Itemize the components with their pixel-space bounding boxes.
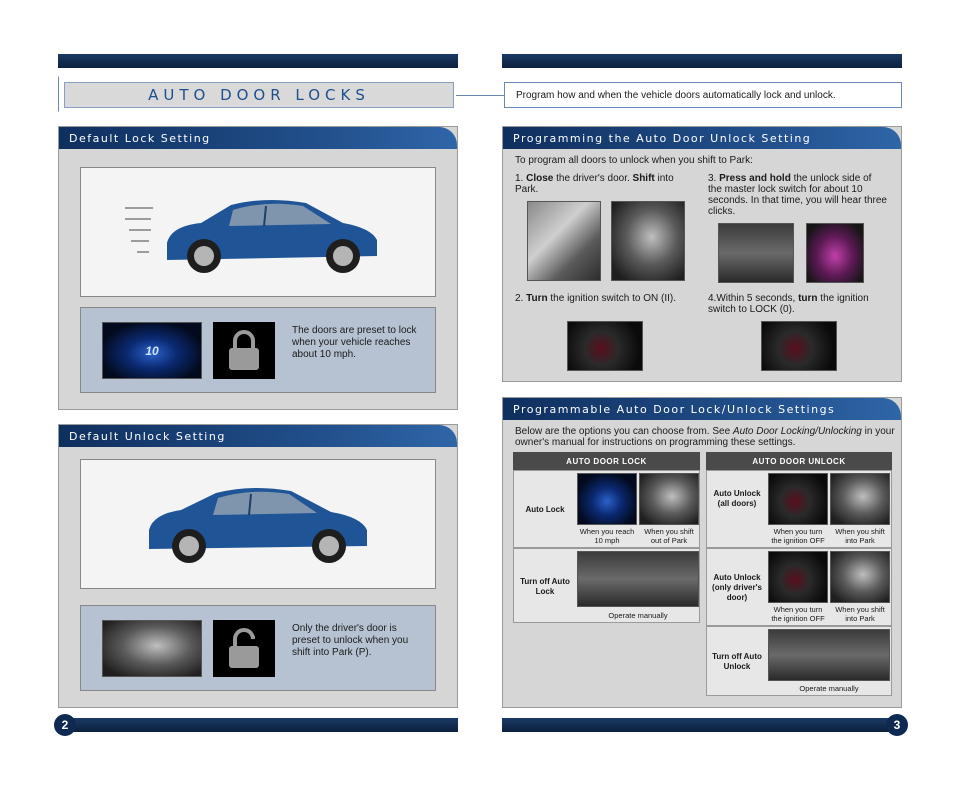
unlock-driver-label: Auto Unlock (only driver's door) [712, 573, 762, 602]
page-number-right: 3 [886, 714, 908, 736]
intro-text: Program how and when the vehicle doors a… [516, 89, 836, 101]
shifter-image [102, 620, 202, 677]
step-1: 1. Close the driver's door. Shift into P… [515, 173, 695, 195]
lock-open-icon [229, 627, 259, 668]
page-title: AUTO DOOR LOCKS [148, 86, 370, 104]
lock-table-header-text: AUTO DOOR LOCK [566, 456, 647, 466]
intro-box: Program how and when the vehicle doors a… [504, 82, 902, 108]
unlock-caption: Only the driver's door is preset to unlo… [292, 623, 409, 658]
step-1-num: 1. [515, 173, 524, 184]
lock-row-label: Auto Lock [525, 505, 565, 514]
speed-readout: 10 [145, 343, 159, 358]
step-4-bold: turn [798, 293, 818, 304]
unlock-all-label: Auto Unlock (all doors) [713, 489, 761, 508]
car-photo-box-2 [80, 459, 436, 589]
step-4-text: the ignition switch to LOCK (0). [708, 293, 869, 315]
shifter-park-image [611, 201, 685, 281]
lock-cap-shift: When you shift out of Park [644, 527, 694, 545]
step-2-num: 2. [515, 293, 524, 304]
programming-heading-text: Programming the Auto Door Unlock Setting [513, 131, 812, 145]
lock-row-auto-lock: Auto Lock When you reach 10 mph When you… [513, 470, 700, 548]
step-4-pre: Within 5 seconds, [716, 293, 799, 304]
programming-heading: Programming the Auto Door Unlock Setting [503, 127, 901, 149]
top-bar-left [58, 54, 458, 68]
title-connector [456, 95, 504, 96]
lock-info-box: 10 The doors are preset to lock when you… [80, 307, 436, 393]
top-bar-right [502, 54, 902, 68]
step-2-bold: Turn [526, 293, 548, 304]
programmable-heading: Programmable Auto Door Lock/Unlock Setti… [503, 398, 901, 420]
unlock-all-cap-ign: When you turn the ignition OFF [771, 527, 825, 545]
programmable-intro-post: in your owner's manual for instructions … [515, 426, 895, 448]
master-switch-image [718, 223, 794, 283]
page-number-left: 2 [54, 714, 76, 736]
programmable-heading-text: Programmable Auto Door Lock/Unlock Setti… [513, 402, 836, 416]
unlock-driver-cap-shift: When you shift into Park [835, 605, 885, 623]
unlock-table-header-text: AUTO DOOR UNLOCK [752, 456, 846, 466]
unlock-driver-ign-thumb [768, 551, 828, 603]
door-image [527, 201, 601, 281]
unlock-all-shift-thumb [830, 473, 890, 525]
programmable-intro: Below are the options you can choose fro… [515, 426, 895, 448]
step-3-text: the unlock side of the master lock switc… [708, 173, 887, 217]
step-3: 3. Press and hold the unlock side of the… [708, 173, 888, 217]
lock-manual-thumb [577, 551, 699, 607]
lock-shift-thumb [639, 473, 699, 525]
unlock-all-ign-thumb [768, 473, 828, 525]
unlock-switch-image [806, 223, 864, 283]
bottom-bar-right [502, 718, 902, 732]
unlock-all-cap-shift: When you shift into Park [835, 527, 885, 545]
page-title-box: AUTO DOOR LOCKS [64, 82, 454, 108]
step-1-text: the driver's door. [553, 173, 633, 184]
unlock-row-off: Turn off Auto Unlock Operate manually [706, 626, 892, 696]
bottom-bar-left [58, 718, 458, 732]
lock-off-label: Turn off Auto Lock [520, 576, 570, 596]
unlock-manual-thumb [768, 629, 890, 681]
unlock-row-driver: Auto Unlock (only driver's door) When yo… [706, 548, 892, 626]
default-unlock-panel: Default Unlock Setting Only the driver's… [58, 424, 458, 708]
default-lock-heading-text: Default Lock Setting [69, 131, 211, 145]
default-unlock-heading: Default Unlock Setting [59, 425, 457, 447]
lock-speed-thumb [577, 473, 637, 525]
car-image-2 [149, 487, 367, 563]
step-4: 4.Within 5 seconds, turn the ignition sw… [708, 293, 888, 315]
title-bracket [58, 76, 460, 112]
lock-caption: The doors are preset to lock when your v… [292, 325, 417, 360]
programmable-intro-italic: Auto Door Locking/Unlocking [732, 426, 862, 437]
step-2-text: the ignition switch to ON (II). [547, 293, 676, 304]
step-4-num: 4. [708, 293, 717, 304]
speedometer-image: 10 [102, 322, 202, 379]
unlock-driver-shift-thumb [830, 551, 890, 603]
unlock-driver-cap-ign: When you turn the ignition OFF [771, 605, 825, 623]
car-image [125, 199, 377, 273]
ignition-on-image [567, 321, 643, 371]
lock-closed-tile [213, 322, 275, 379]
default-unlock-heading-text: Default Unlock Setting [69, 429, 226, 443]
lock-table-header: AUTO DOOR LOCK [513, 452, 700, 470]
unlock-cap-manual: Operate manually [799, 684, 859, 693]
lock-cap-manual: Operate manually [608, 611, 668, 620]
unlock-info-box: Only the driver's door is preset to unlo… [80, 605, 436, 691]
step-3-num: 3. [708, 173, 717, 184]
lock-closed-icon [229, 329, 259, 370]
default-lock-panel: Default Lock Setting 10 The doors are pr… [58, 126, 458, 410]
step-1-text2: into Park. [515, 173, 674, 195]
lock-open-tile [213, 620, 275, 677]
ignition-lock-image [761, 321, 837, 371]
default-lock-heading: Default Lock Setting [59, 127, 457, 149]
lock-row-off: Turn off Auto Lock Operate manually [513, 548, 700, 623]
step-1-bold2: Shift [632, 173, 655, 184]
programmable-intro-pre: Below are the options you can choose fro… [515, 426, 733, 437]
programmable-panel: Programmable Auto Door Lock/Unlock Setti… [502, 397, 902, 708]
car-photo-box [80, 167, 436, 297]
unlock-table-header: AUTO DOOR UNLOCK [706, 452, 892, 470]
unlock-off-label: Turn off Auto Unlock [712, 652, 762, 671]
programming-intro: To program all doors to unlock when you … [515, 155, 753, 166]
step-2: 2. Turn the ignition switch to ON (II). [515, 293, 705, 304]
step-3-bold: Press and hold [719, 173, 791, 184]
lock-cap-speed: When you reach 10 mph [579, 527, 635, 545]
unlock-row-all: Auto Unlock (all doors) When you turn th… [706, 470, 892, 548]
programming-panel: Programming the Auto Door Unlock Setting… [502, 126, 902, 382]
step-1-bold: Close [526, 173, 554, 184]
